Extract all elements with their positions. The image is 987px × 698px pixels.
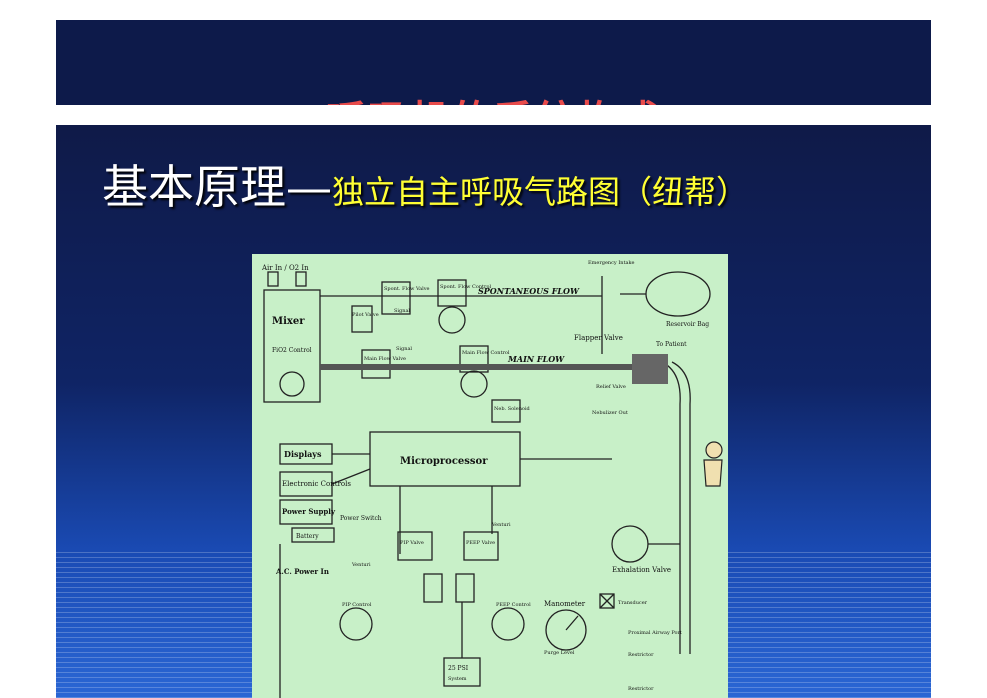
label-power-switch: Power Switch [340,515,382,522]
manometer-gauge [545,609,587,651]
ventilator-flow-diagram: Air In / O2 In Mixer FiO2 Control Spont.… [252,254,728,698]
label-electronic-controls: Electronic Controls [282,480,351,488]
spont-flow-knob [438,306,466,334]
label-mixer: Mixer [272,316,305,327]
label-signal-2: Signal [396,346,412,352]
main-flow-control-box [459,345,489,373]
label-exhalation-valve: Exhalation Valve [612,566,671,574]
label-relief-valve: Relief Valve [596,384,626,390]
peep-control-knob [491,607,525,641]
label-psi-regulator: 25 PSI [448,665,469,672]
label-neb-solenoid: Neb. Solenoid [494,406,531,412]
label-pip-control: PIP Control [342,602,372,608]
heading-main: 基本原理— [102,160,332,214]
label-ac-power-in: A.C. Power In [275,567,329,576]
pip-valve-box [397,531,433,561]
slide-heading: 基本原理—独立自主呼吸气路图（纽帮） [102,151,748,217]
label-spont-flow-control: Spont. Flow Control [440,284,491,290]
patient-figure [703,441,723,487]
label-main-flow: MAIN FLOW [507,354,565,364]
top-title-band: 呼吸机的系统构成 [56,20,931,105]
air-inlet-port [267,271,279,287]
diagram-svg: Air In / O2 In Mixer FiO2 Control Spont.… [261,260,723,698]
power-supply-box [279,499,333,525]
neb-solenoid-box [491,399,521,423]
main-flow-line [320,364,652,370]
label-displays: Displays [284,449,322,459]
label-peep-control: PEEP Control [496,602,531,608]
label-peep-valve: PEEP Valve [466,540,495,546]
label-microprocessor: Microprocessor [400,456,488,467]
patient-circuit-tube [661,361,681,654]
o2-inlet-port [295,271,307,287]
solenoid-box-left [423,573,443,603]
label-battery: Battery [296,533,319,540]
peep-valve-box [463,531,499,561]
exhalation-valve-shape [611,525,649,563]
label-flapper-valve: Flapper Valve [574,334,623,342]
solenoid-box-right [455,573,475,603]
spont-flow-control-box [437,279,467,307]
fio2-knob [279,371,305,397]
label-main-flow-valve: Main Flow Valve [364,356,406,362]
main-flow-knob [460,370,488,398]
label-air-o2-in: Air In / O2 In [261,264,309,272]
label-pip-valve: PIP Valve [400,540,424,546]
label-emergency-intake: Emergency Intake [588,260,635,266]
label-venturi-1: Venturi [351,562,371,568]
pilot-valve-box [351,305,373,333]
label-purge-level: Purge Level [544,650,575,656]
label-to-patient: To Patient [656,341,687,348]
label-proximal-airway-port: Proximal Airway Port [628,630,682,636]
transducer-box [599,593,615,609]
label-nebulizer-out: Nebulizer Out [592,410,628,416]
label-manometer: Manometer [544,600,586,608]
flapper-valve-block [632,354,668,384]
label-restrictor-1: Restrictor [628,652,654,658]
label-spontaneous-flow: SPONTANEOUS FLOW [478,286,580,296]
top-title: 呼吸机的系统构成 [56,88,931,105]
heading-sub: 独立自主呼吸气路图（纽帮） [332,173,749,211]
label-reservoir-bag: Reservoir Bag [666,321,709,328]
label-restrictor-2: Restrictor [628,686,654,692]
label-spont-flow-valve: Spont. Flow Valve [384,286,430,292]
label-signal-1: Signal [394,308,410,314]
slide-panel: 基本原理—独立自主呼吸气路图（纽帮） [56,125,931,698]
reservoir-bag-shape [645,271,711,317]
label-transducer: Transducer [618,600,648,606]
label-main-flow-control: Main Flow Control [462,350,510,356]
label-fio2-control: FiO2 Control [272,347,312,354]
label-pilot-valve: Pilot Valve [352,312,379,318]
battery-box [291,527,335,543]
pip-control-knob [339,607,373,641]
label-venturi-2: Venturi [491,522,511,528]
spont-flow-valve-box [381,281,411,315]
label-power-supply: Power Supply [282,507,336,516]
mixer-box [263,289,321,403]
label-psi-system: System [448,676,467,682]
